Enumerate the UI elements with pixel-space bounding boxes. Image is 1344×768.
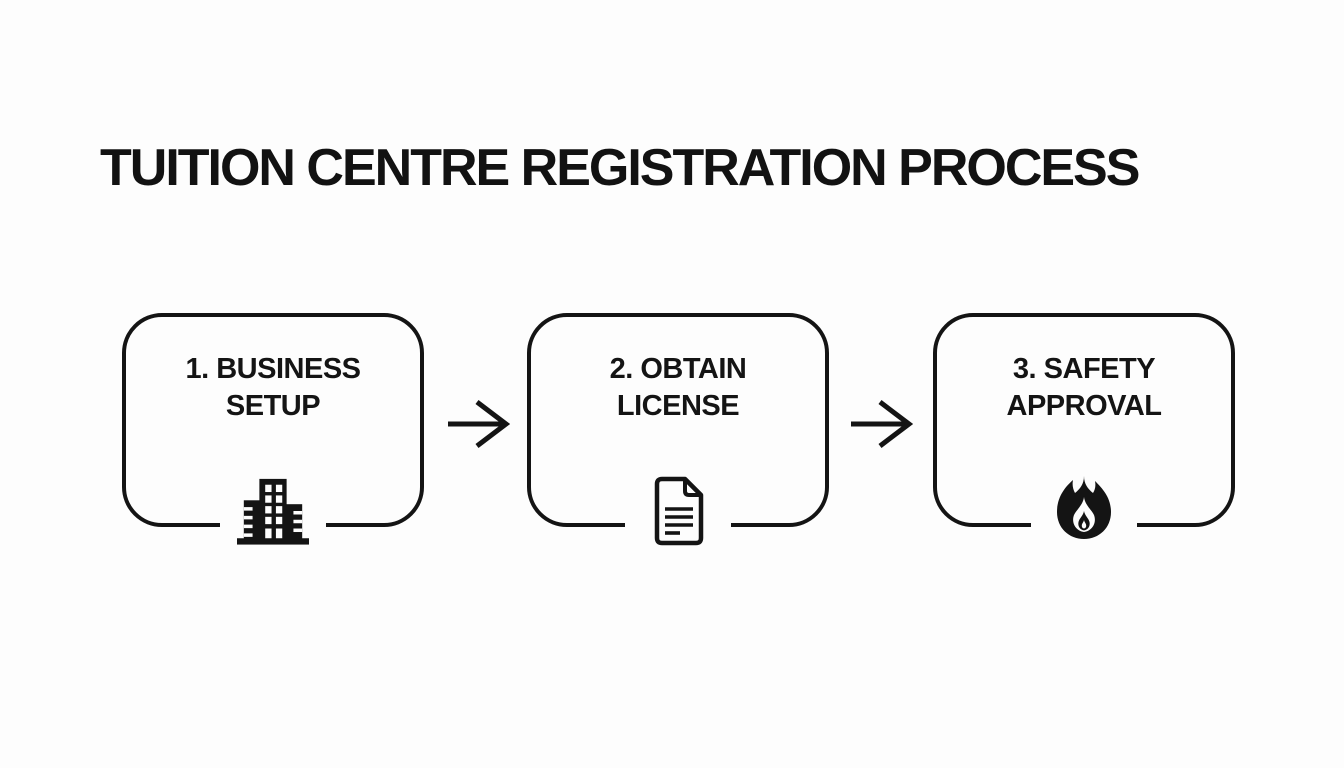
step-label-line1: 3. SAFETY: [1012, 353, 1156, 385]
flame-icon: [1049, 474, 1119, 546]
step-box-business-setup: 1. BUSINESS SETUP: [122, 313, 424, 545]
step-label: 1. BUSINESS SETUP: [126, 351, 420, 425]
step-label-line2: APPROVAL: [1006, 390, 1162, 422]
step-label-line2: SETUP: [225, 390, 321, 422]
step-box-safety-approval: 3. SAFETY APPROVAL: [933, 313, 1235, 539]
step-box-obtain-license: 2. OBTAIN LICENSE: [527, 313, 829, 546]
building-icon: [237, 476, 309, 546]
document-icon: [649, 476, 707, 546]
step-label: 2. OBTAIN LICENSE: [531, 351, 825, 425]
page-title: TUITION CENTRE REGISTRATION PROCESS: [100, 139, 1140, 197]
step-label-line1: 2. OBTAIN: [609, 353, 747, 385]
arrow-right-icon: [849, 398, 914, 450]
step-label-line1: 1. BUSINESS: [185, 353, 362, 385]
step-label: 3. SAFETY APPROVAL: [937, 351, 1231, 425]
step-label-line2: LICENSE: [616, 390, 740, 422]
arrow-right-icon: [446, 398, 511, 450]
